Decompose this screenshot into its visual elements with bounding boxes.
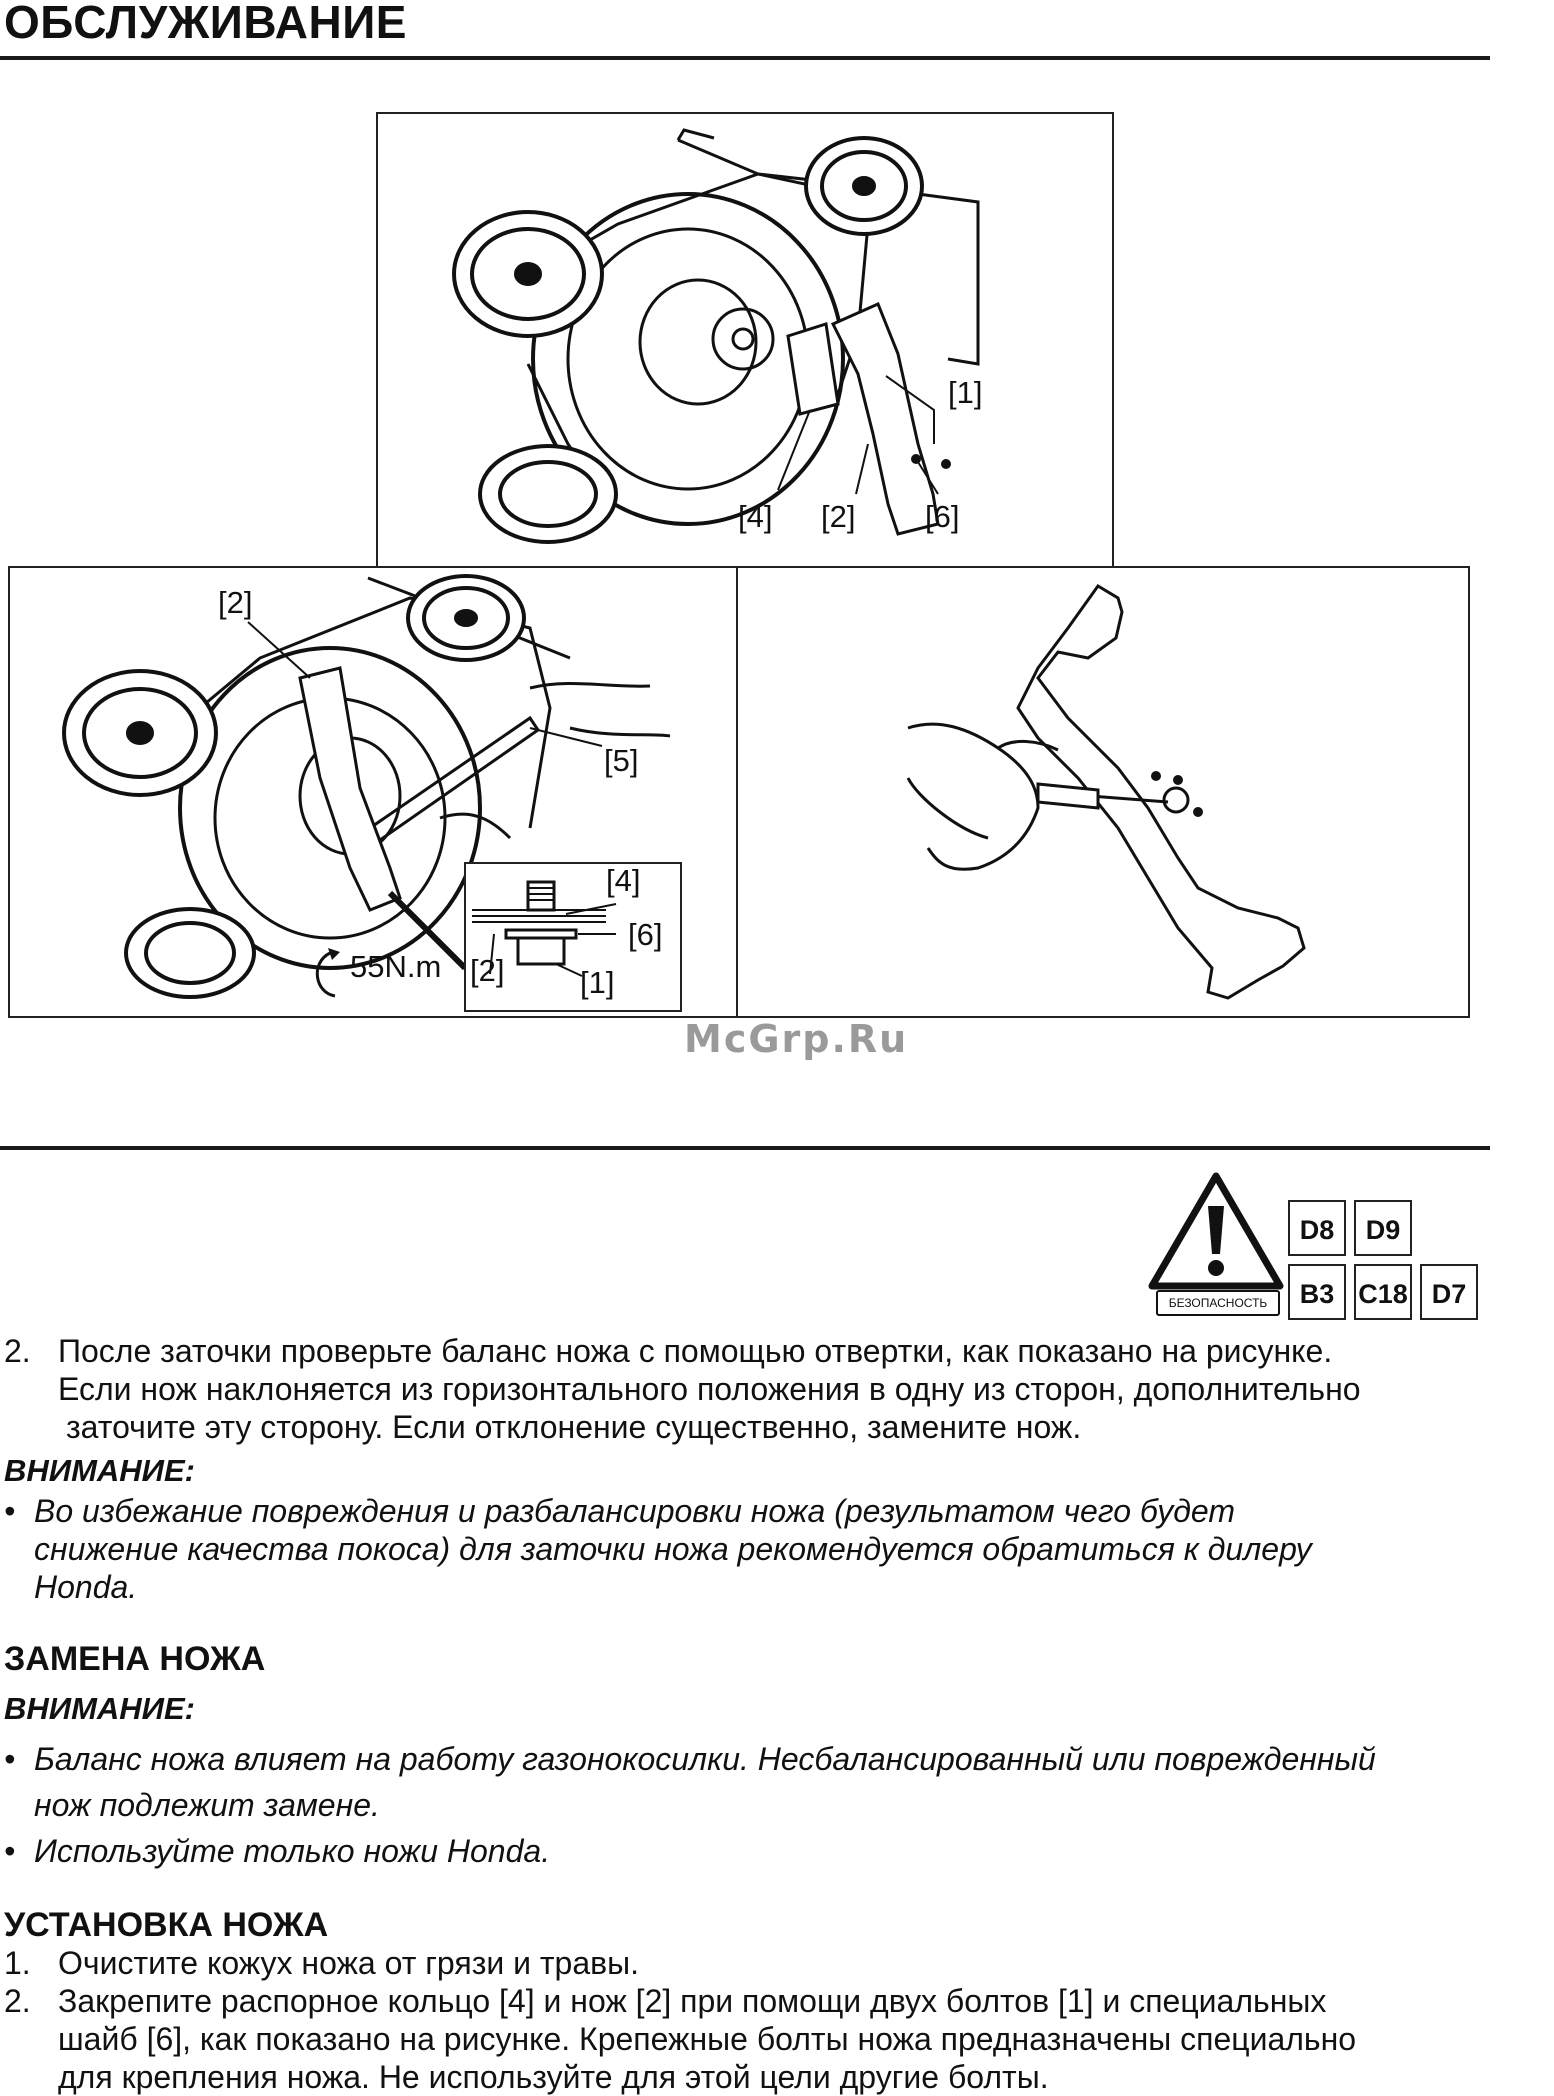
torque-value: 55N.m [350,949,442,984]
code-d9: D9 [1354,1200,1412,1256]
callout-2-top: [2] [218,585,253,620]
spacer-plate [786,322,840,416]
callout-5: [5] [604,743,639,778]
figure-left-panel: [2] [5] 55N.m [4] [6] [2] [1] [8,566,738,1018]
code-c18: C18 [1354,1264,1412,1320]
page-title: ОБСЛУЖИВАНИЕ [4,0,407,48]
blade-on-screwdriver [1016,584,1306,1000]
safety-label: БЕЗОПАСНОСТЬ [1156,1290,1280,1316]
blade-installed [298,666,402,912]
rear-wheel-left [452,210,604,338]
bolt-detail-illustration [472,880,617,977]
code-b3: B3 [1288,1264,1346,1320]
safety-badge: БЕЗОПАСНОСТЬ [1148,1170,1284,1322]
code-d8: D8 [1288,1200,1346,1256]
watermark: McGrp.Ru [684,1017,909,1061]
attention-bullet-3: Используйте только ножи Honda. [0,1828,1554,1874]
attention-heading-2: ВНИМАНИЕ: [4,1691,195,1726]
rear-wheel-right [804,136,924,236]
callout-1: [1] [948,375,983,410]
figure-top-panel: [1] [4] [2] [6] [376,112,1114,568]
callout-4: [4] [738,499,773,534]
section-rule [0,1146,1490,1150]
code-d7: D7 [1420,1264,1478,1320]
header-rule [0,56,1490,60]
section-heading-replace: ЗАМЕНА НОЖА [4,1640,266,1678]
attention-bullet-2: Баланс ножа влияет на работу газонокосил… [0,1736,1554,1828]
mower-underside-illustration [452,128,980,544]
section-heading-install: УСТАНОВКА НОЖА [4,1906,329,1944]
torque-arrow [315,951,336,998]
blade-balance-check-illustration [906,584,1306,1000]
callout-6: [6] [925,499,960,534]
body-text: 2. После заточки проверьте баланс ножа с… [0,1332,1554,2096]
attention-heading-1: ВНИМАНИЕ: [4,1453,195,1488]
front-wheel-left [478,444,618,544]
install-step-2: 2. Закрепите распорное кольцо [4] и нож … [4,1983,1357,2095]
detail-callout-1: [1] [580,965,615,1000]
step-2-check-balance: 2. После заточки проверьте баланс ножа с… [4,1333,1361,1445]
blade-exploded [830,301,940,536]
detail-callout-2: [2] [470,953,505,988]
blade-tightening-illustration [62,574,671,999]
warning-triangle-icon [1148,1172,1284,1290]
install-step-1: 1. Очистите кожух ножа от грязи и травы. [4,1945,640,1981]
attention-bullet-1: Во избежание повреждения и разбалансиров… [0,1492,1554,1606]
bolt-detail-inset: [4] [6] [2] [1] [464,862,682,1012]
figure-right-panel [736,566,1470,1018]
detail-callout-4: [4] [606,863,641,898]
detail-callout-6: [6] [628,917,663,952]
callout-2: [2] [821,499,856,534]
